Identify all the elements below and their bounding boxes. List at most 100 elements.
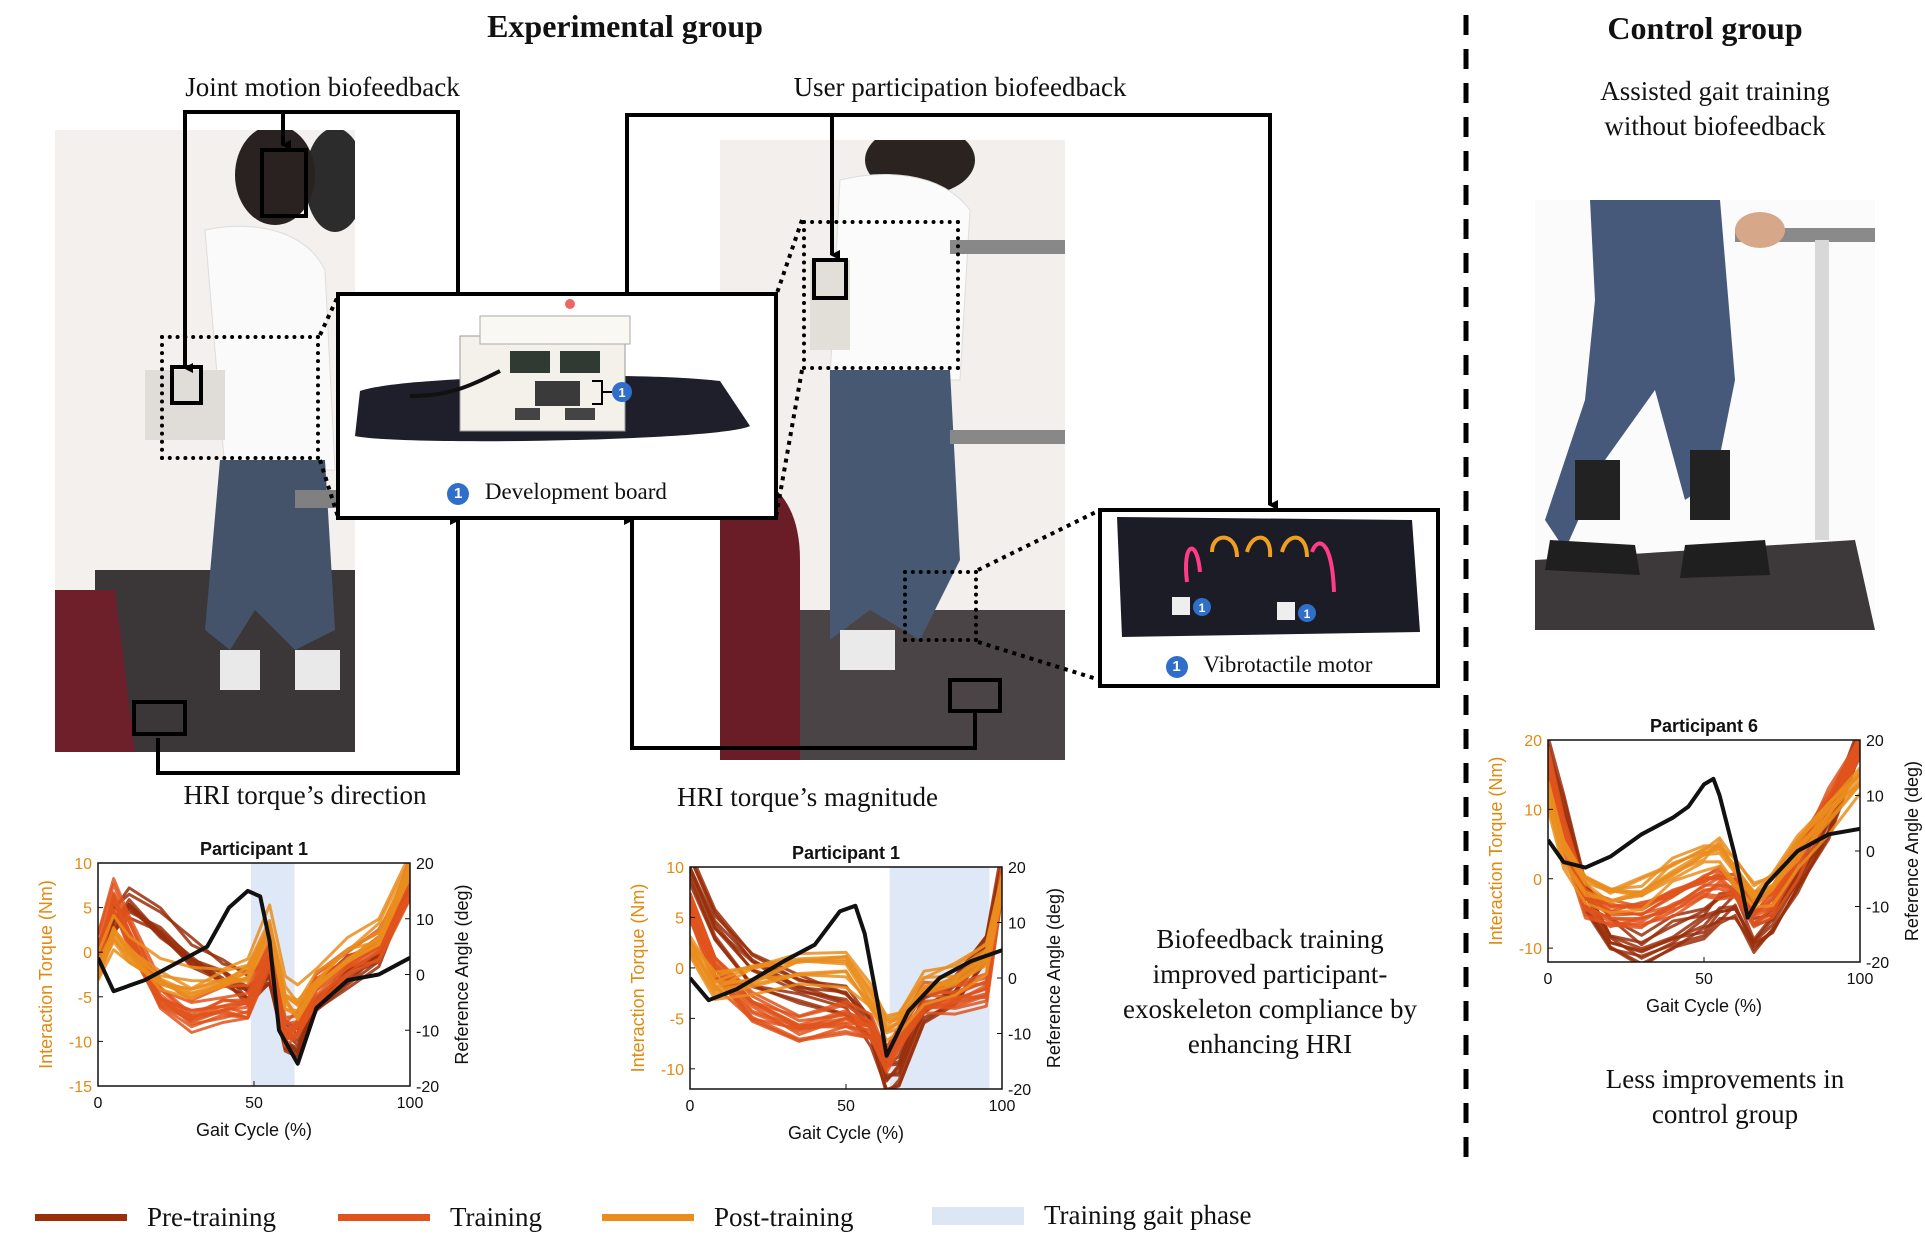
y2-tick-label: 0 <box>1866 844 1875 861</box>
participant-middle-illustration <box>720 140 1065 760</box>
legend-pre-training: Pre-training <box>35 1202 276 1233</box>
user-participation-caption: User participation biofeedback <box>793 72 1127 102</box>
y2-tick-label: 0 <box>1008 971 1017 988</box>
y2-tick-label: 10 <box>1866 789 1884 806</box>
experimental-group-title: Experimental group <box>487 8 763 44</box>
group-divider <box>1463 15 1469 1160</box>
x-tick-label: 100 <box>397 1095 424 1112</box>
y2-tick-label: -10 <box>416 1023 439 1040</box>
y2-tick-label: -10 <box>1008 1027 1031 1044</box>
joint-motion-caption: Joint motion biofeedback <box>185 72 460 102</box>
y2-tick-label: -20 <box>1866 955 1889 972</box>
reference-angle-line <box>1548 776 1860 920</box>
y-axis-label: Interaction Torque (Nm) <box>36 880 56 1069</box>
vibro-badge-2: 1 <box>1304 607 1311 621</box>
control-participant-photo <box>1535 200 1875 630</box>
control-participant-illustration <box>1535 200 1875 630</box>
y2-axis-label: Reference Angle (deg) <box>452 884 472 1064</box>
left-board-region <box>160 335 320 460</box>
y2-tick-label: 10 <box>416 912 434 929</box>
middle-board-region <box>802 220 960 370</box>
legend-training: Training <box>338 1202 542 1233</box>
control-subtitle: Assisted gait training without biofeedba… <box>1600 76 1830 142</box>
development-board-label: Development board <box>484 479 667 504</box>
y-tick-label: -10 <box>69 1034 92 1051</box>
ear-sensor-box <box>260 148 308 218</box>
x-axis-label: Gait Cycle (%) <box>1646 996 1762 1016</box>
x-tick-label: 100 <box>989 1098 1016 1115</box>
left-foot-sensor-box <box>132 700 187 736</box>
y2-tick-label: 20 <box>416 856 434 873</box>
post-torque-cycle <box>98 875 410 1021</box>
x-tick-label: 50 <box>245 1095 263 1112</box>
post-torque-cycle <box>1548 792 1860 915</box>
training-torque-cycle <box>690 887 1002 1068</box>
legend-post-training: Post-training <box>602 1202 854 1233</box>
dev-board-label-badge: 1 <box>447 482 470 505</box>
x-tick-label: 100 <box>1847 971 1874 988</box>
legend-pre-training-label: Pre-training <box>147 1202 276 1232</box>
development-board-illustration: 1 <box>355 299 750 442</box>
y-axis-label: Interaction Torque (Nm) <box>1486 757 1506 946</box>
post-torque-cycle <box>1548 779 1860 903</box>
y2-axis-label: Reference Angle (deg) <box>1902 761 1922 941</box>
chart-title: Participant 1 <box>792 843 900 863</box>
training-torque-cycle <box>1548 756 1860 929</box>
middle-foot-region <box>903 570 978 642</box>
post-torque-cycle <box>98 863 408 987</box>
y-tick-label: 0 <box>675 961 684 978</box>
participant-photo-middle <box>720 140 1065 760</box>
y-tick-label: 0 <box>1533 872 1542 889</box>
participant-left-illustration <box>55 130 355 752</box>
vibrotactile-band-illustration: 1 1 <box>1117 517 1420 637</box>
training-torque-cycle <box>690 880 1002 1063</box>
y-tick-label: -5 <box>78 990 92 1007</box>
vibro-label-badge: 1 <box>1165 655 1188 678</box>
chart-title: Participant 1 <box>200 839 308 859</box>
training-torque-cycle <box>690 875 1002 1055</box>
x-tick-label: 50 <box>1695 971 1713 988</box>
legend-training-gait-phase-swatch <box>932 1206 1024 1225</box>
x-axis-label: Gait Cycle (%) <box>788 1123 904 1143</box>
vibrotactile-motor-inset: 1 1 1 Vibrotactile motor <box>1098 508 1440 688</box>
x-axis-label: Gait Cycle (%) <box>196 1120 312 1140</box>
torque-magnitude-caption: HRI torque’s magnitude <box>677 782 938 812</box>
post-torque-cycle <box>1548 772 1860 892</box>
dev-board-badge: 1 <box>618 385 625 400</box>
development-board-inset: 1 1 Development board <box>336 292 778 520</box>
y-axis-label: Interaction Torque (Nm) <box>628 884 648 1073</box>
experimental-summary: Biofeedback training improved participan… <box>1123 924 1417 1060</box>
x-tick-label: 50 <box>837 1098 855 1115</box>
post-torque-cycle <box>690 894 1002 1042</box>
reference-angle-line <box>690 903 1002 1058</box>
legend-training-swatch <box>338 1214 430 1221</box>
training-torque-cycle <box>1548 752 1860 929</box>
y2-tick-label: -20 <box>1008 1082 1031 1099</box>
control-group-title: Control group <box>1607 10 1803 46</box>
x-tick-label: 0 <box>94 1095 103 1112</box>
y-tick-label: 10 <box>1524 802 1542 819</box>
y2-tick-label: 10 <box>1008 916 1026 933</box>
y-tick-label: -15 <box>69 1079 92 1096</box>
torque-direction-caption: HRI torque’s direction <box>183 780 427 810</box>
legend-training-gait-phase-label: Training gait phase <box>1044 1200 1252 1230</box>
y2-tick-label: 20 <box>1866 733 1884 750</box>
y-tick-label: 10 <box>666 860 684 877</box>
y-tick-label: -10 <box>1519 941 1542 958</box>
chart-title: Participant 6 <box>1650 716 1758 736</box>
middle-foot-sensor-box <box>948 678 1002 713</box>
control-summary: Less improvements in control group <box>1605 1064 1845 1130</box>
connector-lines <box>156 110 1278 775</box>
y-tick-label: -10 <box>661 1062 684 1079</box>
y2-tick-label: -20 <box>416 1079 439 1096</box>
x-tick-label: 0 <box>1544 971 1553 988</box>
x-tick-label: 0 <box>686 1098 695 1115</box>
legend-training-gait-phase: Training gait phase <box>932 1200 1251 1231</box>
y-tick-label: 10 <box>74 856 92 873</box>
y-tick-label: 20 <box>1524 733 1542 750</box>
middle-board-led-box <box>812 258 848 300</box>
y2-tick-label: 0 <box>416 968 425 985</box>
